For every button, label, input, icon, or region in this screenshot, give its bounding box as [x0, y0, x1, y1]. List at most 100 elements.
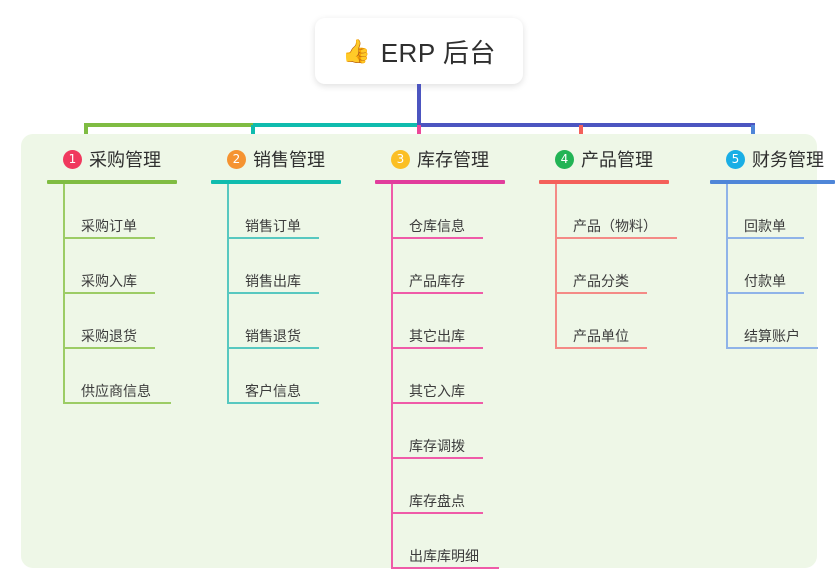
column-header-2[interactable]: 2 销售管理	[211, 144, 341, 174]
list-item-label: 销售订单	[245, 217, 301, 234]
list-item-label: 销售退货	[245, 327, 301, 344]
column-spine-1	[63, 184, 65, 404]
list-item-label: 回款单	[744, 217, 786, 234]
column-header-rule-4	[539, 180, 669, 184]
column-2: 2 销售管理销售订单销售出库销售退货客户信息	[211, 144, 341, 404]
list-item[interactable]: 产品库存	[391, 239, 505, 294]
list-item-label: 出库库明细	[409, 547, 479, 564]
list-item-label: 供应商信息	[81, 382, 151, 399]
list-item-label: 产品（物料）	[573, 217, 657, 234]
column-header-4[interactable]: 4 产品管理	[539, 144, 669, 174]
column-items-3: 仓库信息产品库存其它出库其它入库库存调拨库存盘点出库库明细	[375, 184, 505, 569]
list-item-rule	[391, 457, 483, 459]
column-badge-5: 5	[726, 149, 745, 169]
list-item[interactable]: 其它出库	[391, 294, 505, 349]
list-item-rule	[726, 347, 818, 349]
column-3: 3 库存管理仓库信息产品库存其它出库其它入库库存调拨库存盘点出库库明细	[375, 144, 505, 569]
list-item-label: 其它出库	[409, 327, 465, 344]
list-item-rule	[391, 347, 483, 349]
list-item-rule	[63, 402, 171, 404]
list-item[interactable]: 其它入库	[391, 349, 505, 404]
column-header-rule-3	[375, 180, 505, 184]
column-title-4: 产品管理	[581, 150, 653, 170]
column-4: 4 产品管理产品（物料） 产品分类产品单位	[539, 144, 677, 349]
list-item-rule	[726, 292, 804, 294]
column-spine-3	[391, 184, 393, 569]
column-title-2: 销售管理	[253, 150, 325, 170]
list-item-rule	[391, 292, 483, 294]
list-item-rule	[227, 347, 319, 349]
column-header-3[interactable]: 3 库存管理	[375, 144, 505, 174]
list-item-rule	[63, 237, 155, 239]
list-item[interactable]: 采购订单	[63, 184, 177, 239]
list-item-label: 客户信息	[245, 382, 301, 399]
list-item-rule	[391, 237, 483, 239]
column-header-1[interactable]: 1 采购管理	[47, 144, 177, 174]
column-title-1: 采购管理	[89, 150, 161, 170]
column-items-2: 销售订单销售出库销售退货客户信息	[211, 184, 341, 404]
list-item[interactable]: 仓库信息	[391, 184, 505, 239]
column-spine-4	[555, 184, 557, 349]
list-item[interactable]: 产品（物料）	[555, 184, 677, 239]
list-item-label: 采购退货	[81, 327, 137, 344]
list-item[interactable]: 产品分类	[555, 239, 669, 294]
diagram-panel: 1 采购管理采购订单采购入库采购退货供应商信息 2 销售管理销售订单销售出库销售退货客…	[21, 134, 835, 569]
list-item[interactable]: 库存盘点	[391, 459, 505, 514]
column-items-5: 回款单付款单结算账户	[710, 184, 835, 349]
list-item-rule	[555, 292, 647, 294]
list-item[interactable]: 采购入库	[63, 239, 177, 294]
list-item-rule	[391, 512, 483, 514]
column-header-rule-2	[211, 180, 341, 184]
list-item[interactable]: 供应商信息	[63, 349, 177, 404]
column-badge-4: 4	[555, 149, 574, 169]
column-5: 5 财务管理回款单付款单结算账户	[710, 144, 835, 349]
list-item-rule	[63, 347, 155, 349]
list-item-label: 产品分类	[573, 272, 629, 289]
list-item-label: 销售出库	[245, 272, 301, 289]
column-badge-3: 3	[391, 149, 410, 169]
list-item[interactable]: 销售退货	[227, 294, 341, 349]
list-item-rule	[63, 292, 155, 294]
list-item-label: 库存盘点	[409, 492, 465, 509]
list-item-label: 结算账户	[744, 327, 800, 344]
list-item-label: 其它入库	[409, 382, 465, 399]
column-header-rule-1	[47, 180, 177, 184]
column-items-4: 产品（物料） 产品分类产品单位	[539, 184, 677, 349]
list-item-rule	[391, 567, 499, 569]
list-item-rule	[227, 292, 319, 294]
column-header-rule-5	[710, 180, 835, 184]
column-title-3: 库存管理	[417, 150, 489, 170]
column-spine-5	[726, 184, 728, 349]
list-item-label: 采购入库	[81, 272, 137, 289]
list-item-rule	[227, 402, 319, 404]
column-header-5[interactable]: 5 财务管理	[710, 144, 835, 174]
list-item[interactable]: 出库库明细	[391, 514, 505, 569]
list-item[interactable]: 结算账户	[726, 294, 835, 349]
column-items-1: 采购订单采购入库采购退货供应商信息	[47, 184, 177, 404]
list-item-rule	[227, 237, 319, 239]
list-item-label: 库存调拨	[409, 437, 465, 454]
list-item-label: 产品单位	[573, 327, 629, 344]
column-badge-1: 1	[63, 149, 82, 169]
list-item-rule	[726, 237, 804, 239]
column-spine-2	[227, 184, 229, 404]
list-item-label: 采购订单	[81, 217, 137, 234]
list-item-rule	[555, 237, 677, 239]
column-title-5: 财务管理	[752, 150, 824, 170]
list-item-rule	[555, 347, 647, 349]
list-item-label: 产品库存	[409, 272, 465, 289]
list-item[interactable]: 付款单	[726, 239, 835, 294]
list-item[interactable]: 销售订单	[227, 184, 341, 239]
list-item[interactable]: 采购退货	[63, 294, 177, 349]
root-node-title: ERP 后台	[380, 37, 496, 68]
list-item[interactable]: 回款单	[726, 184, 835, 239]
list-item[interactable]: 销售出库	[227, 239, 341, 294]
column-badge-2: 2	[227, 149, 246, 169]
list-item-label: 付款单	[744, 272, 786, 289]
root-node-card[interactable]: 👍 ERP 后台	[315, 18, 523, 84]
column-1: 1 采购管理采购订单采购入库采购退货供应商信息	[47, 144, 177, 404]
list-item[interactable]: 产品单位	[555, 294, 669, 349]
list-item[interactable]: 客户信息	[227, 349, 341, 404]
list-item-label: 仓库信息	[409, 217, 465, 234]
list-item[interactable]: 库存调拨	[391, 404, 505, 459]
